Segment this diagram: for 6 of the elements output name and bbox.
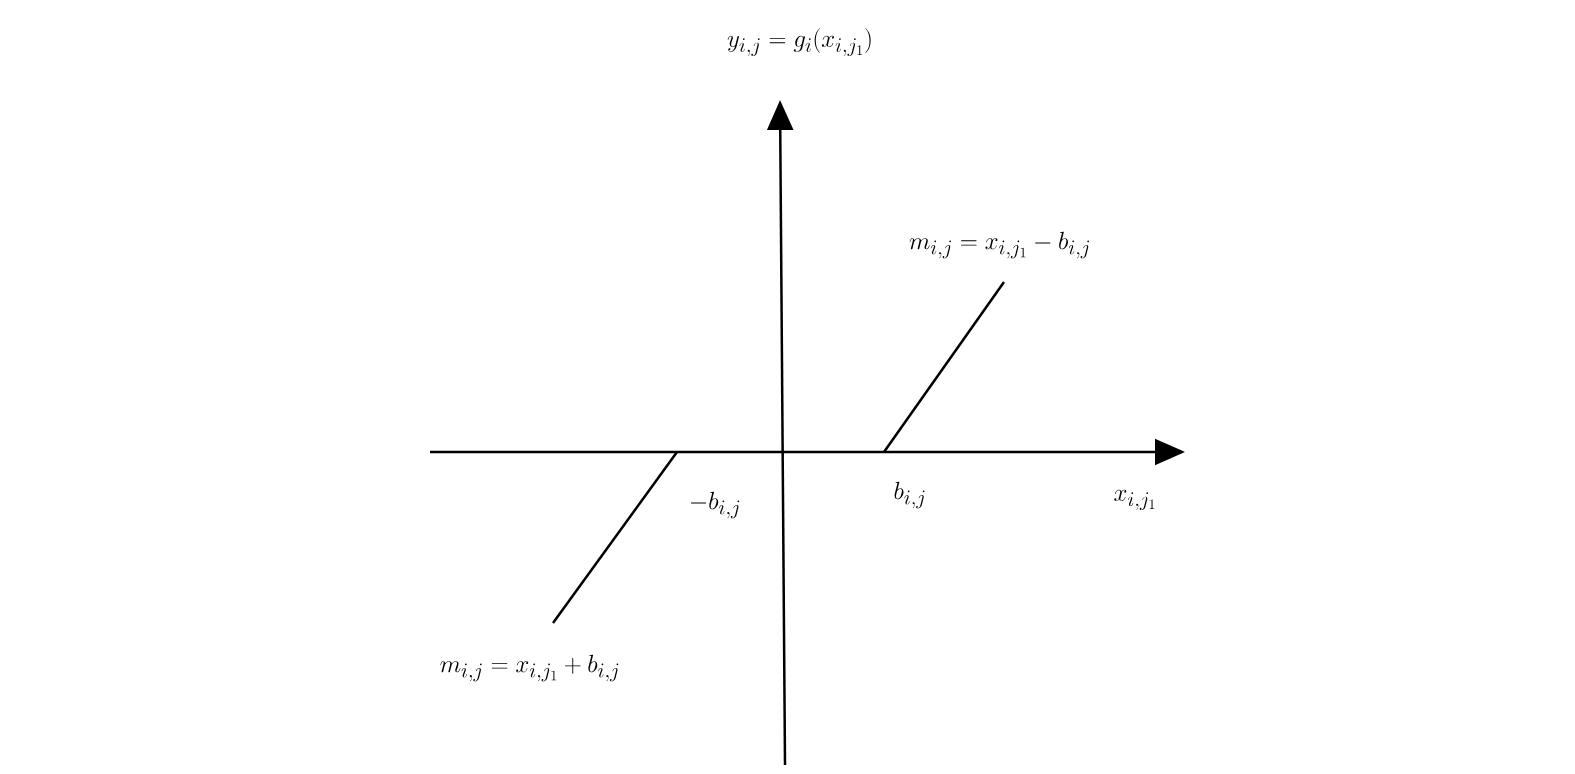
formula-label: $x_{i,j_1}$	[1114, 489, 1155, 511]
formula-label: $m_{i,j} = x_{i,j_1} - b_{i,j}$	[909, 231, 1089, 259]
formula-label: $b_{i,j}$	[894, 481, 925, 509]
formula-label: $m_{i,j} = x_{i,j_1} + b_{i,j}$	[440, 654, 619, 682]
axis-title: $y_{i,j} = g_i(x_{i,j_1})$	[727, 28, 871, 57]
formula-label: $-b_{i,j}$	[690, 491, 740, 519]
